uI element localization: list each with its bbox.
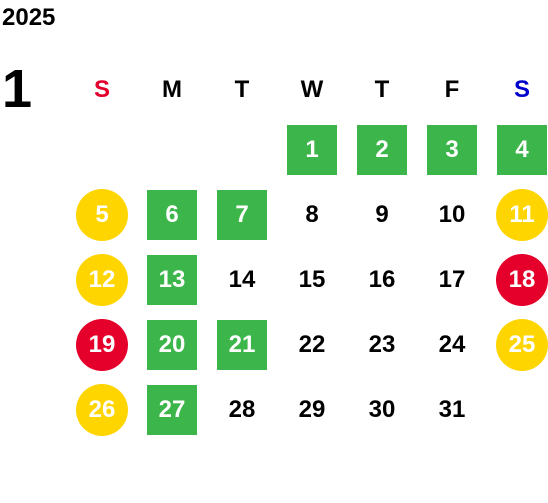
day-cell-19: 19 [76, 319, 128, 371]
day-cell-2: 2 [357, 125, 407, 175]
weekday-header-6: S [513, 76, 530, 103]
day-cell-28: 28 [228, 396, 256, 423]
day-cell-8: 8 [305, 201, 319, 228]
day-cell-6: 6 [147, 190, 197, 240]
day-cell-31: 31 [438, 396, 466, 423]
day-cell-25: 25 [496, 319, 548, 371]
weekday-header-0: S [93, 76, 110, 103]
day-cell-17: 17 [438, 266, 466, 293]
day-cell-12: 12 [76, 254, 128, 306]
day-cell-21: 21 [217, 320, 267, 370]
weekday-header-4: T [374, 76, 390, 103]
day-cell-14: 14 [228, 266, 256, 293]
day-cell-29: 29 [298, 396, 326, 423]
day-cell-7: 7 [217, 190, 267, 240]
weekday-header-1: M [162, 76, 182, 103]
day-cell-30: 30 [368, 396, 396, 423]
day-cell-18: 18 [496, 254, 548, 306]
year-label: 2025 [2, 4, 56, 31]
weekday-header-3: W [300, 76, 324, 103]
day-cell-20: 20 [147, 320, 197, 370]
day-cell-13: 13 [147, 255, 197, 305]
day-cell-9: 9 [375, 201, 389, 228]
day-cell-5: 5 [76, 189, 128, 241]
day-cell-4: 4 [497, 125, 547, 175]
weekday-header-2: T [234, 76, 250, 103]
day-cell-24: 24 [438, 331, 466, 358]
day-cell-1: 1 [287, 125, 337, 175]
day-cell-3: 3 [427, 125, 477, 175]
day-cell-26: 26 [76, 384, 128, 436]
month-number: 1 [2, 59, 33, 119]
day-cell-23: 23 [368, 331, 396, 358]
day-cell-22: 22 [298, 331, 326, 358]
weekday-header-5: F [444, 76, 460, 103]
day-cell-16: 16 [368, 266, 396, 293]
day-cell-11: 11 [496, 189, 548, 241]
day-cell-15: 15 [298, 266, 326, 293]
day-cell-10: 10 [438, 201, 466, 228]
day-cell-27: 27 [147, 385, 197, 435]
